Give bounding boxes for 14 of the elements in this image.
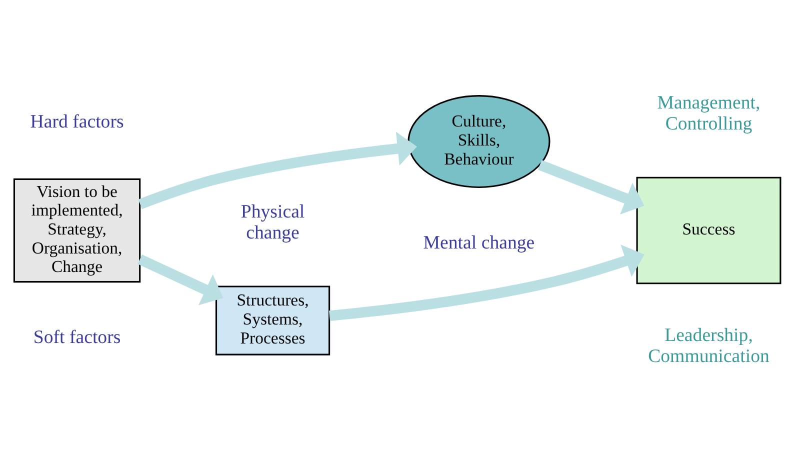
arrow — [138, 254, 224, 306]
label: Mental change — [423, 232, 535, 254]
node-box: Success — [636, 176, 782, 284]
label: Soft factors — [33, 326, 121, 348]
node-ellipse: Culture, Skills, Behaviour — [408, 95, 550, 188]
arrow — [329, 244, 645, 322]
arrow — [538, 160, 644, 215]
node-box: Structures, Systems, Processes — [215, 286, 330, 356]
label: Management, Controlling — [657, 92, 760, 134]
label: Physical change — [240, 201, 305, 244]
node-box: Vision to be implemented, Strategy, Organisation, Change — [13, 178, 141, 283]
arrow — [138, 132, 418, 210]
label: Leadership, Communication — [648, 324, 770, 367]
label: Hard factors — [30, 111, 124, 132]
